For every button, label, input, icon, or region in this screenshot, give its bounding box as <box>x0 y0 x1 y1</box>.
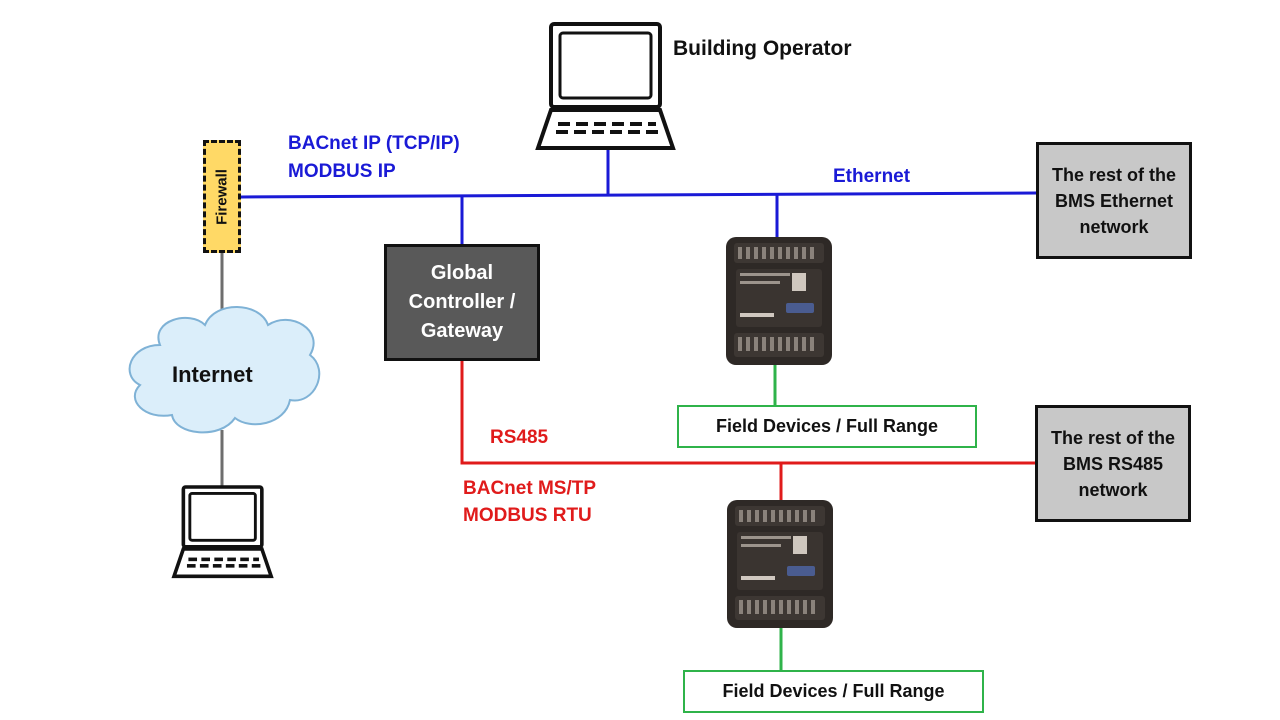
internet-label: Internet <box>172 362 253 387</box>
ethernet-label: Ethernet <box>833 166 911 187</box>
modbus-ip-label: MODBUS IP <box>288 161 396 182</box>
bacnet-ip-label: BACnet IP (TCP/IP) <box>288 133 460 154</box>
modbus-rtu-label: MODBUS RTU <box>463 505 592 526</box>
firewall-label: Firewall <box>213 168 231 225</box>
gateway-box: Global Controller / Gateway <box>384 244 540 361</box>
rs485-bus <box>460 361 1037 465</box>
field-devices-box-2: Field Devices / Full Range <box>683 670 984 713</box>
building-operator-label: Building Operator <box>673 37 852 60</box>
ethernet-bus <box>240 191 1038 199</box>
controller-device-icon <box>726 237 832 365</box>
rs485-label: RS485 <box>490 427 549 448</box>
laptop-icon <box>171 485 274 579</box>
field-devices-box-1: Field Devices / Full Range <box>677 405 977 448</box>
rs485-lines <box>460 361 1037 505</box>
controller-device-icon <box>727 500 833 628</box>
ethernet-lines <box>240 148 1038 244</box>
bacnet-mstp-label: BACnet MS/TP <box>463 478 596 499</box>
firewall: Firewall <box>203 140 241 253</box>
rest-rs485-box: The rest of the BMS RS485 network <box>1035 405 1191 522</box>
cloud-icon <box>128 306 321 434</box>
field-lines <box>773 360 783 671</box>
rest-ethernet-box: The rest of the BMS Ethernet network <box>1036 142 1192 259</box>
laptop-icon <box>535 22 676 150</box>
